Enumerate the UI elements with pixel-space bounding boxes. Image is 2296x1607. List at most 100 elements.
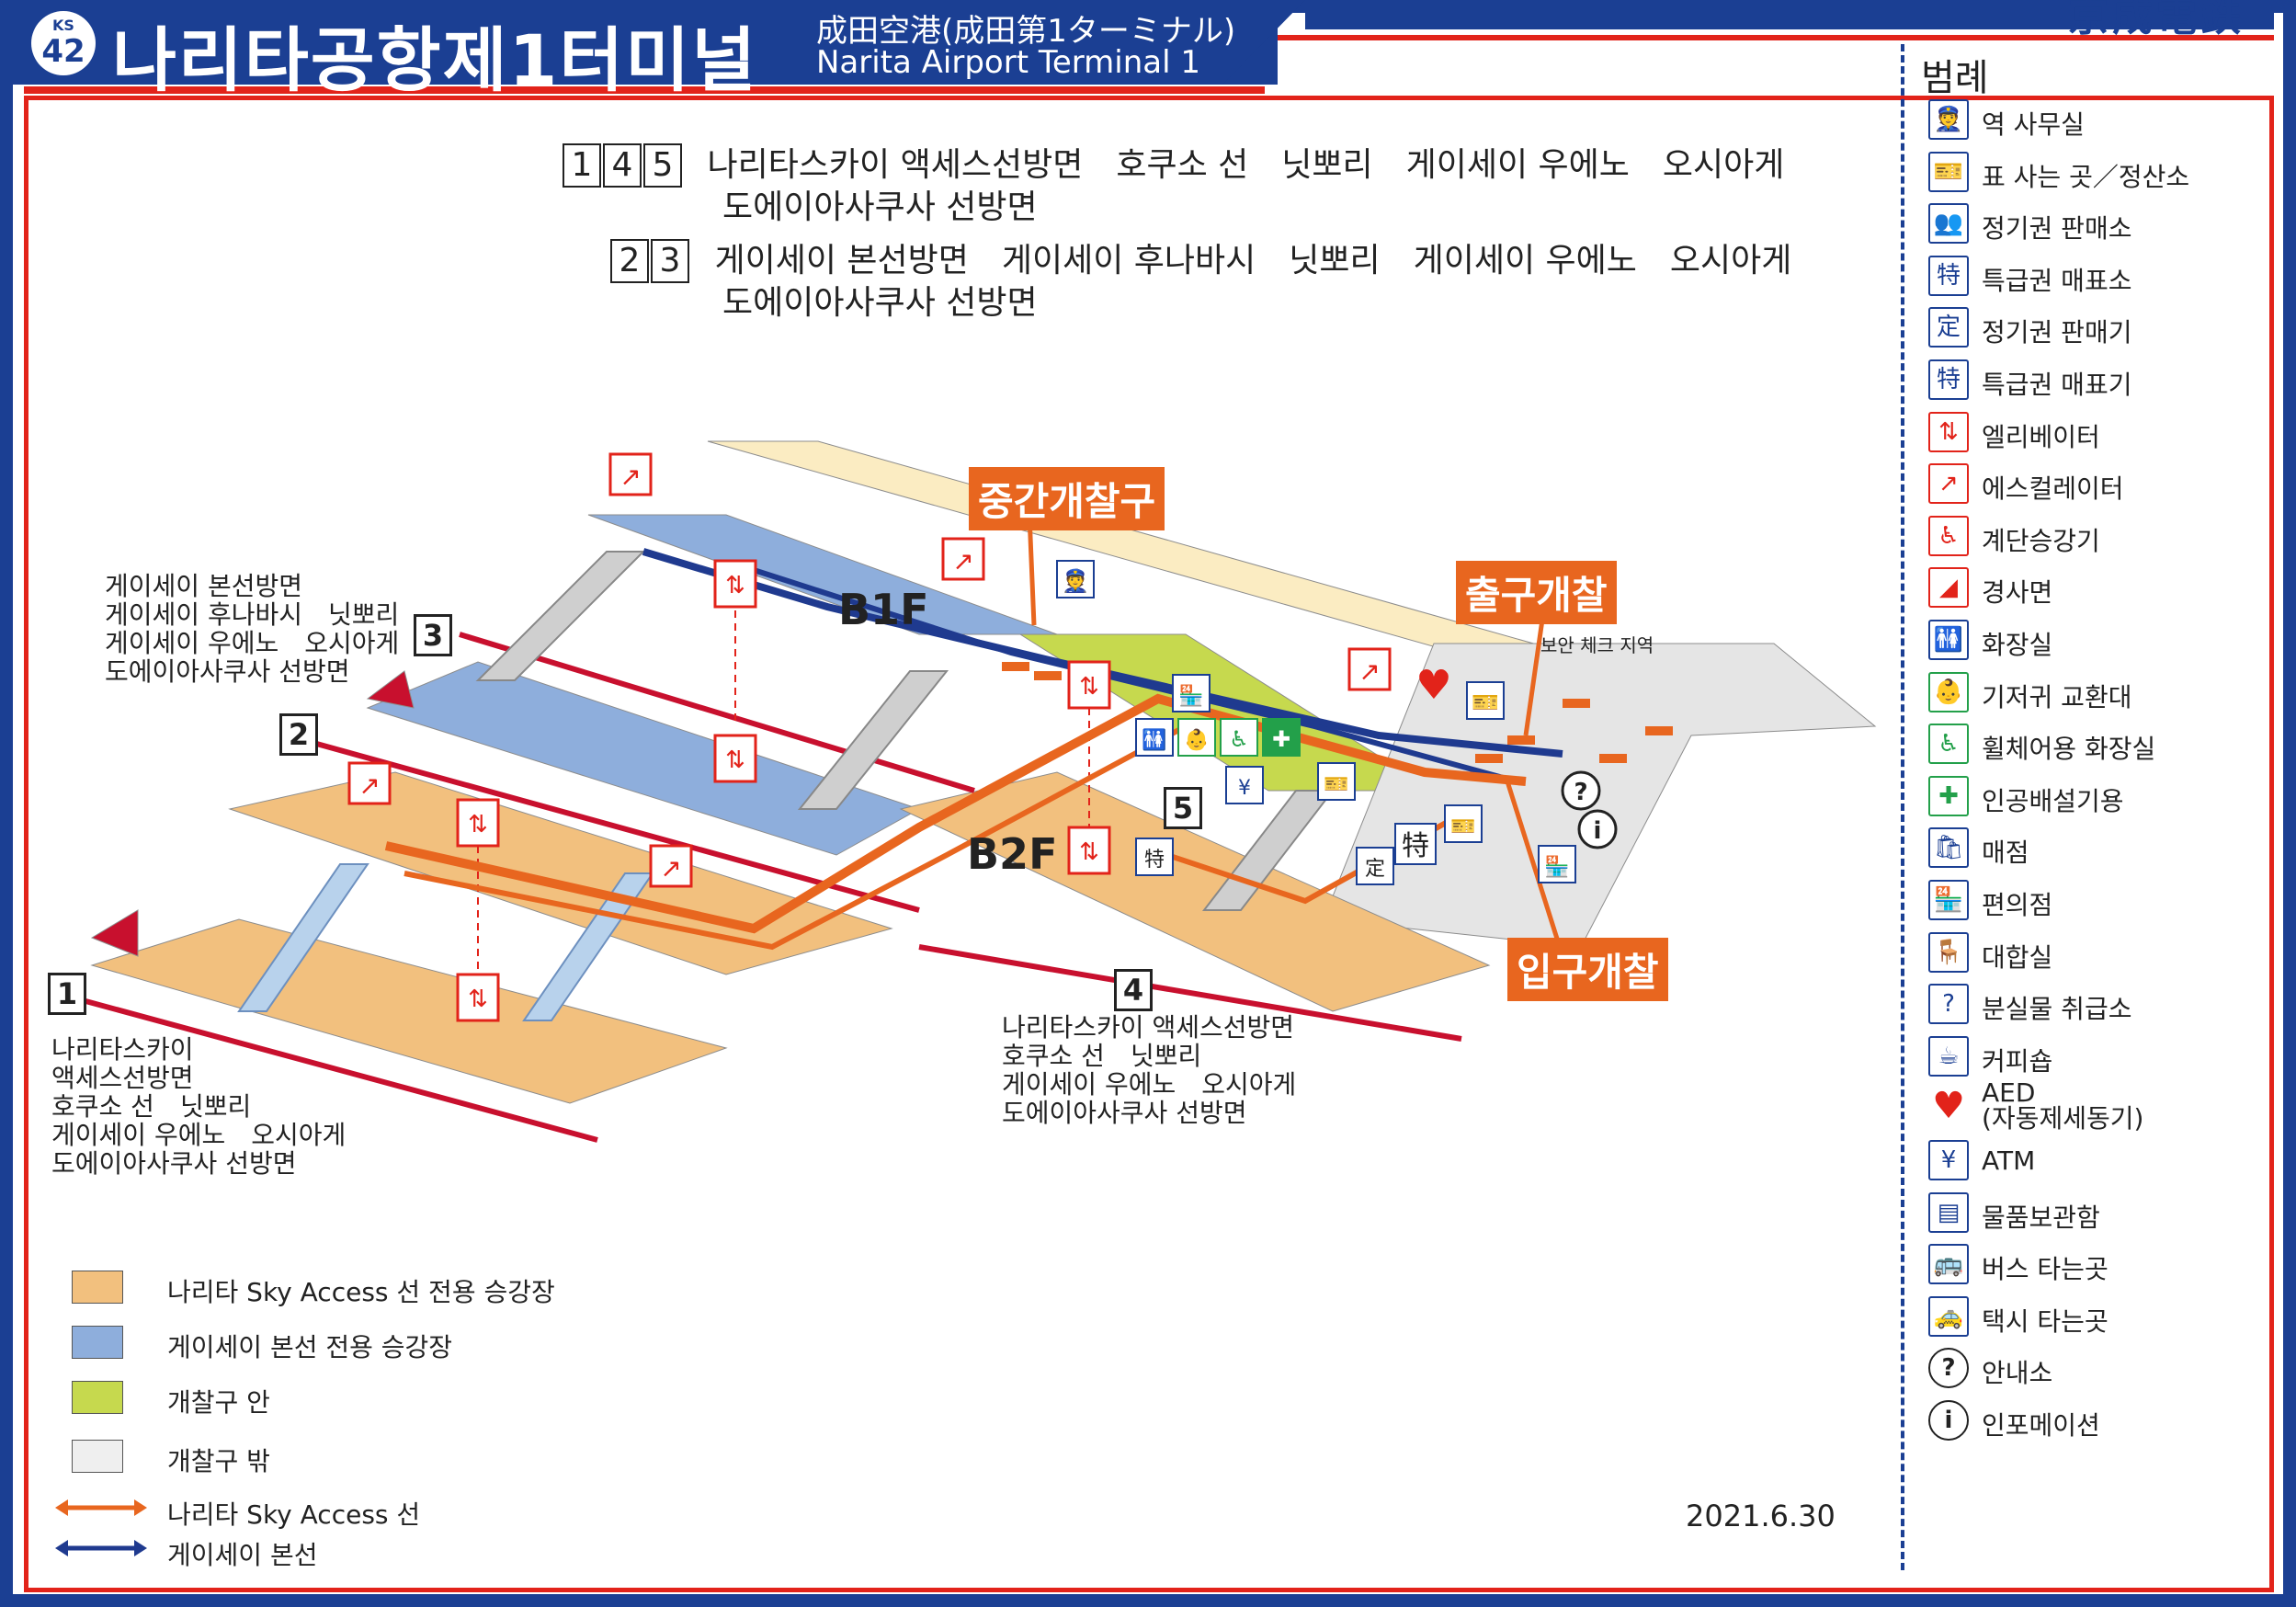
limited-express-machine-icon: 特 xyxy=(1135,838,1174,876)
svg-text:🎫: 🎫 xyxy=(1472,690,1499,715)
diaper-changing-icon: 👶 xyxy=(1928,671,1969,712)
main-line-route xyxy=(753,567,1517,784)
legend-label: 특급권 매표소 xyxy=(1982,265,2132,296)
svg-text:⇅: ⇅ xyxy=(725,747,745,774)
svg-text:🏪: 🏪 xyxy=(1544,855,1569,879)
platform-1-destinations: 나리타스카이 액세스선방면 호쿠소 선 닛뽀리 게이세이 우에노 오시아게 도에… xyxy=(51,1034,347,1179)
legend-divider xyxy=(1901,44,1904,1570)
legend-label: 엘리베이터 xyxy=(1982,421,2100,452)
escalator-icon: ↗ xyxy=(1928,463,1969,505)
information-desk-icon: ? xyxy=(1561,770,1601,811)
ticket-office-icon: 🎫 xyxy=(1466,681,1505,720)
svg-text:⇅: ⇅ xyxy=(1079,673,1099,701)
ticket-office-icon: 🎫 xyxy=(1928,151,1969,192)
stair-lift-icon: ♿ xyxy=(1928,515,1969,556)
key-swatch xyxy=(72,1271,123,1304)
key-swatch xyxy=(72,1381,123,1414)
sky-access-route xyxy=(404,724,1188,951)
direction-text: 게이세이 본선방면 게이세이 후나바시 닛뽀리 게이세이 우에노 오시아게 xyxy=(714,242,1792,279)
b1f-upper-level xyxy=(587,514,1058,635)
top-red-stripe xyxy=(1278,35,2274,40)
platform-4-destinations: 나리타스카이 액세스선방면 호쿠소 선 닛뽀리 게이세이 우에노 오시아게 도에… xyxy=(1002,1012,1297,1128)
key-label: 게이세이 본선 xyxy=(167,1540,318,1570)
elevator-icon: ⇅ xyxy=(713,734,757,783)
svg-text:¥: ¥ xyxy=(1238,777,1251,800)
station-office-icon: 👮 xyxy=(1928,99,1969,140)
ticket-office-icon: 🎫 xyxy=(1317,762,1356,801)
atm-icon: ¥ xyxy=(1225,766,1264,804)
revision-date: 2021.6.30 xyxy=(1686,1499,1836,1533)
legend-label: 휠체어용 화장실 xyxy=(1982,734,2156,765)
legend-label: 안내소 xyxy=(1982,1358,2053,1389)
station-floor-diagram: ↗ ↗ ↗ ↗ ↗ ⇅ ⇅ ⇅ ⇅ ⇅ ⇅ 👮 xyxy=(54,440,1877,1143)
station-name-japanese: 成田空港(成田第1ターミナル) xyxy=(816,13,1236,50)
track-1-rail xyxy=(54,990,598,1143)
svg-text:特: 特 xyxy=(1144,849,1165,872)
station-number: 42 xyxy=(41,33,85,70)
track-3-rail xyxy=(459,632,975,793)
svg-text:👶: 👶 xyxy=(1184,728,1209,752)
station-office-icon: 👮 xyxy=(1056,560,1095,598)
legend-label: 물품보관함 xyxy=(1982,1202,2100,1233)
svg-text:👮: 👮 xyxy=(1062,567,1089,594)
key-label: 개찰구 밖 xyxy=(167,1446,270,1476)
legend-label: 역 사무실 xyxy=(1982,109,2085,140)
bus-icon: 🚌 xyxy=(1928,1244,1969,1285)
track-number: 1 xyxy=(563,143,601,188)
commuter-pass-office-icon: 👥 xyxy=(1928,203,1969,245)
sky-access-route xyxy=(384,693,1527,934)
legend-label: 매점 xyxy=(1982,838,2029,869)
lost-and-found-icon: ? xyxy=(1928,984,1969,1025)
legend-label: ATM xyxy=(1982,1145,2036,1176)
key-swatch xyxy=(72,1440,123,1473)
elevator-icon: ⇅ xyxy=(456,798,500,848)
key-swatch xyxy=(72,1326,123,1359)
svg-text:♥: ♥ xyxy=(1415,662,1451,709)
station-name-korean: 나리타공항제1터미널 xyxy=(112,19,758,101)
escalator-icon: ↗ xyxy=(941,537,985,581)
direction-text-line2: 도에이아사쿠사 선방면 xyxy=(722,188,1038,226)
platform-number-1: 1 xyxy=(48,973,86,1015)
svg-text:↗: ↗ xyxy=(358,770,380,801)
commuter-pass-machine-icon: 定 xyxy=(1928,307,1969,348)
limited-express-ticket-icon: 特 xyxy=(1394,823,1437,865)
svg-text:↗: ↗ xyxy=(952,546,973,576)
coffee-shop-icon: ☕ xyxy=(1928,1035,1969,1077)
header-red-underline xyxy=(24,86,1265,94)
information-desk-icon: ? xyxy=(1928,1348,1969,1389)
key-label: 게이세이 본선 전용 승강장 xyxy=(167,1332,453,1362)
commuter-pass-machine-icon: 定 xyxy=(1356,847,1394,885)
elevator-icon: ⇅ xyxy=(456,973,500,1022)
svg-text:♿: ♿ xyxy=(1229,726,1249,752)
elevator-icon: ⇅ xyxy=(1067,826,1111,875)
svg-text:🎫: 🎫 xyxy=(1324,773,1348,796)
atm-icon: ¥ xyxy=(1928,1140,1969,1180)
slope-icon: ◢ xyxy=(1928,567,1969,609)
callout-pointer xyxy=(1027,514,1037,626)
legend-label: 정기권 판매기 xyxy=(1982,317,2132,348)
track-2-rail xyxy=(302,737,920,913)
diaper-changing-icon: 👶 xyxy=(1177,718,1216,757)
svg-text:↗: ↗ xyxy=(619,462,641,492)
restroom-icon: 🚻 xyxy=(1135,718,1174,757)
svg-text:🚻: 🚻 xyxy=(1142,728,1166,752)
sky-access-platform-1 xyxy=(90,918,728,1104)
limited-express-ticket-icon: 特 xyxy=(1928,255,1969,296)
waiting-room-icon: 🪑 xyxy=(1928,931,1969,973)
gate-callout-middle: 중간개찰구 xyxy=(969,467,1165,530)
key-label: 나리타 Sky Access 선 전용 승강장 xyxy=(167,1277,555,1307)
platform-number-3: 3 xyxy=(414,614,452,656)
svg-text:⇅: ⇅ xyxy=(725,572,745,599)
track-number: 2 xyxy=(610,239,649,283)
svg-text:⇅: ⇅ xyxy=(468,811,488,838)
legend-label: 인포메이션 xyxy=(1982,1410,2100,1441)
taxi-icon: 🚕 xyxy=(1928,1295,1969,1337)
escalator-icon: ↗ xyxy=(1347,647,1392,691)
ostomate-icon: ✚ xyxy=(1928,775,1969,816)
platform-number-4: 4 xyxy=(1114,969,1153,1011)
svg-text:🎫: 🎫 xyxy=(1450,815,1475,838)
track-number: 3 xyxy=(651,239,689,283)
legend-label: 기저귀 교환대 xyxy=(1982,681,2132,712)
station-header xyxy=(0,0,1278,85)
